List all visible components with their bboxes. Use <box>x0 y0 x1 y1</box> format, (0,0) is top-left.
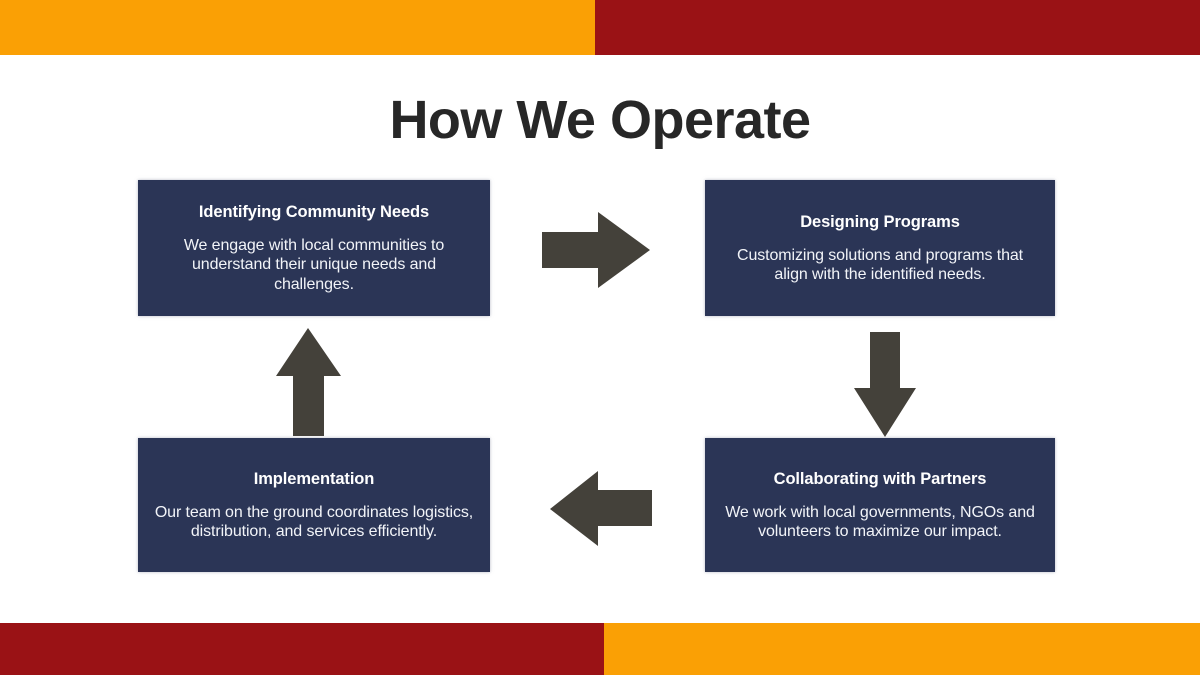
top-decorative-bar <box>0 0 1200 55</box>
step-box-collaborating-with-partners[interactable]: Collaborating with Partners We work with… <box>705 438 1055 572</box>
step-title: Designing Programs <box>800 212 960 231</box>
step-title: Implementation <box>253 469 375 488</box>
step-box-identifying-community-needs[interactable]: Identifying Community Needs We engage wi… <box>138 180 490 316</box>
page-title: How We Operate <box>389 90 811 150</box>
top-bar-red-segment <box>595 0 1200 55</box>
step-description: Customizing solutions and programs that … <box>736 246 1024 284</box>
step-box-implementation[interactable]: Implementation Our team on the ground co… <box>138 438 490 572</box>
arrow-left-icon <box>546 468 656 550</box>
top-bar-orange-segment <box>0 0 595 55</box>
arrow-down-icon <box>848 330 918 440</box>
step-description: Our team on the ground coordinates logis… <box>154 503 474 541</box>
step-description: We work with local governments, NGOs and… <box>725 503 1035 541</box>
step-box-designing-programs[interactable]: Designing Programs Customizing solutions… <box>705 180 1055 316</box>
bottom-bar-orange-segment <box>604 623 1200 675</box>
step-description: We engage with local communities to unde… <box>183 236 445 293</box>
arrow-right-icon <box>538 208 654 292</box>
arrow-up-icon <box>272 326 344 438</box>
bottom-decorative-bar <box>0 623 1200 675</box>
bottom-bar-red-segment <box>0 623 604 675</box>
step-title: Collaborating with Partners <box>773 469 987 488</box>
step-title: Identifying Community Needs <box>198 202 430 221</box>
